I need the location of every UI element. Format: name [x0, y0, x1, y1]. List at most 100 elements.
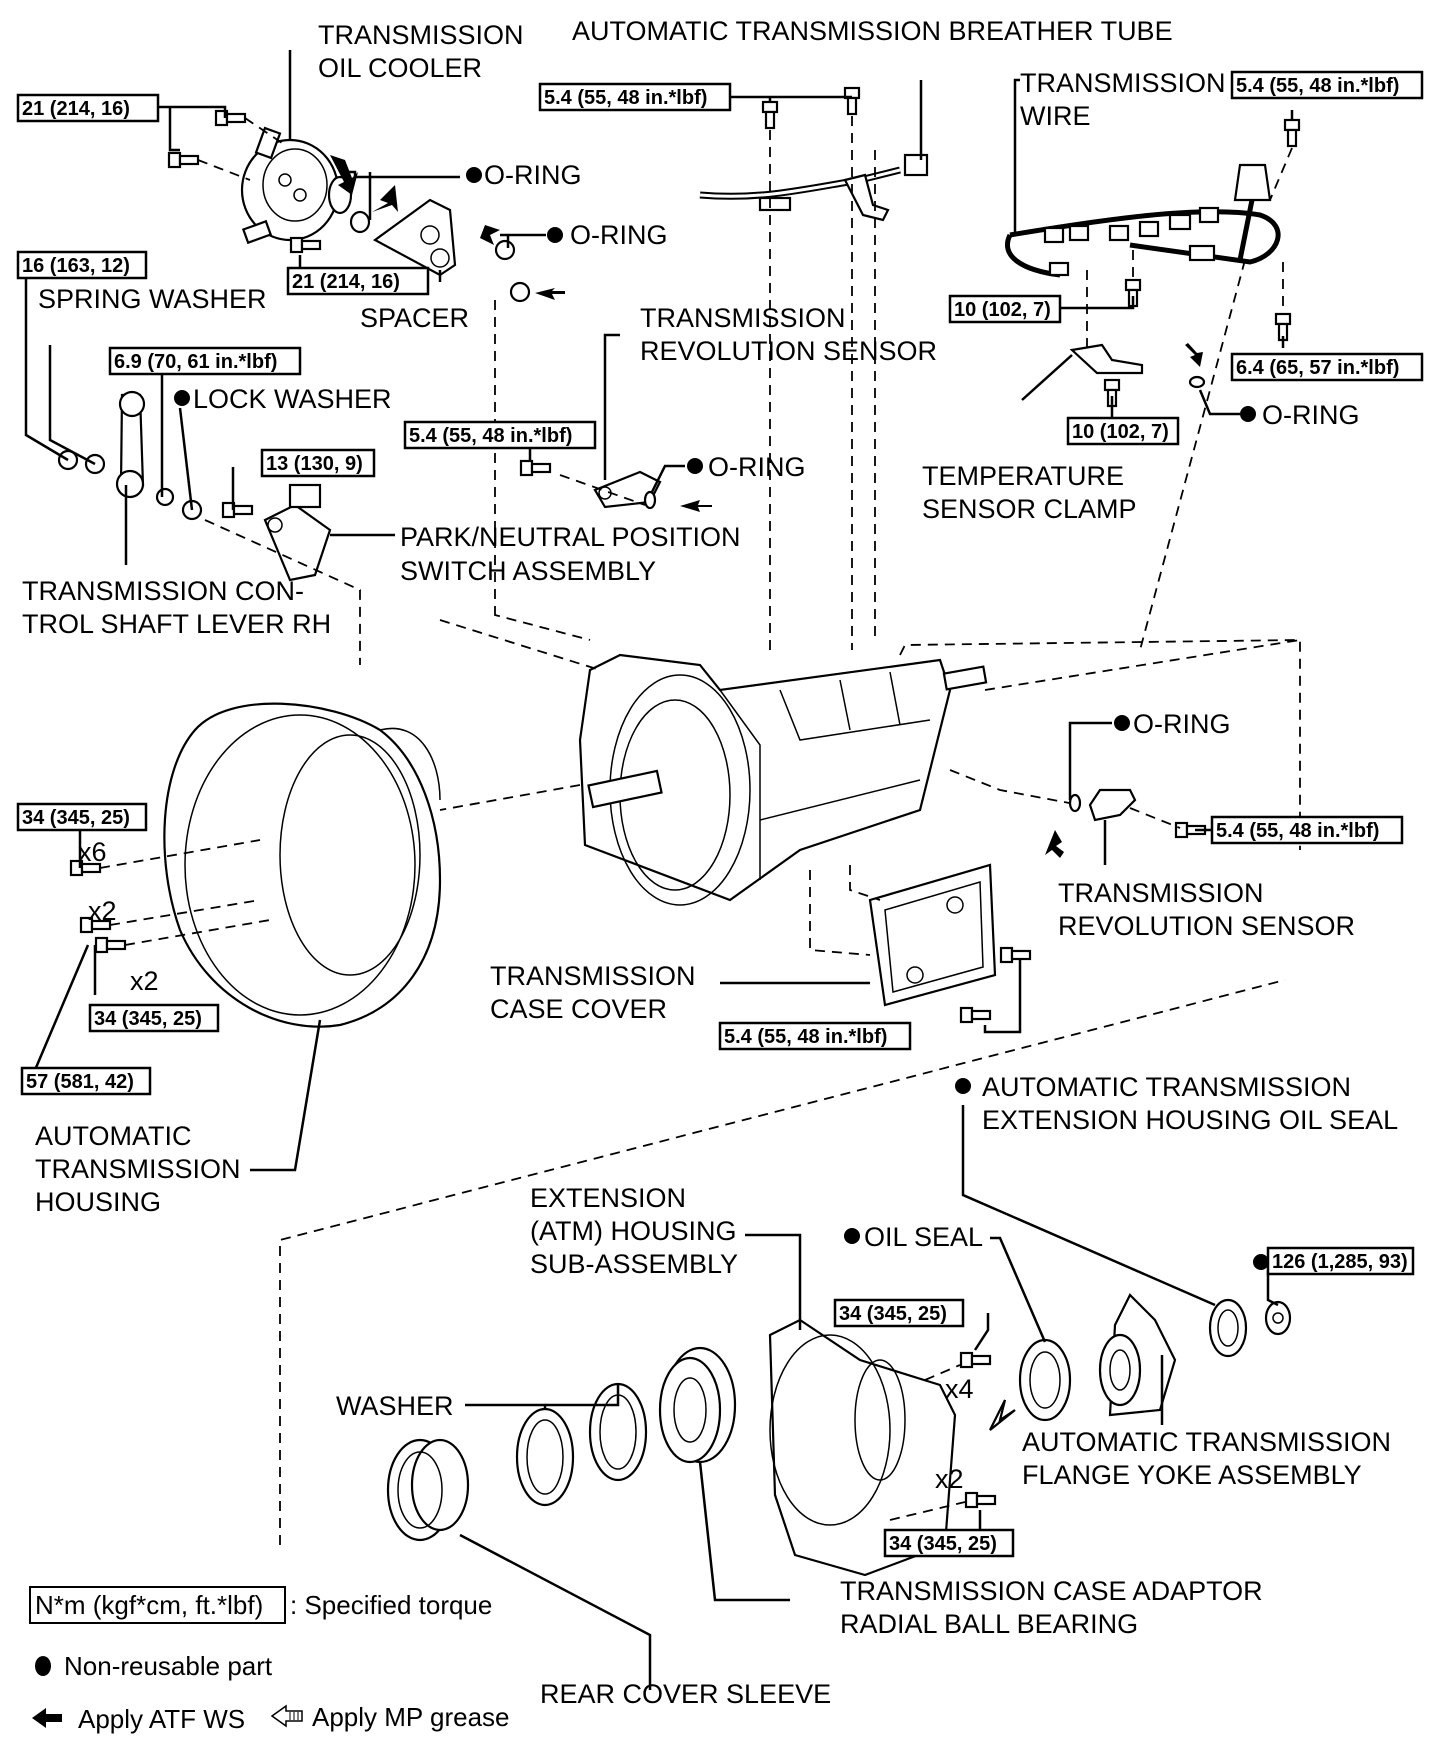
- label-o-ring-sensor-right: O-RING: [1133, 709, 1231, 739]
- svg-text:Non-reusable part: Non-reusable part: [64, 1651, 273, 1681]
- qty-housing-x6: x6: [78, 837, 107, 867]
- svg-text:5.4 (55, 48 in.*lbf): 5.4 (55, 48 in.*lbf): [724, 1026, 887, 1048]
- oil-seal-part: [1018, 1338, 1072, 1422]
- label-o-ring-spacer: O-RING: [570, 220, 668, 250]
- svg-text:10 (102, 7): 10 (102, 7): [954, 299, 1051, 321]
- label-control-shaft-lever-1: TRANSMISSION CON-: [22, 576, 304, 606]
- label-revolution-sensor-top-1: TRANSMISSION: [640, 303, 846, 333]
- qty-housing-x2-a: x2: [88, 896, 117, 926]
- torque-case-cover: 5.4 (55, 48 in.*lbf): [718, 1021, 912, 1051]
- label-trans-housing-3: HOUSING: [35, 1187, 161, 1217]
- label-park-neutral-1: PARK/NEUTRAL POSITION: [400, 522, 741, 552]
- torque-breather: 5.4 (55, 48 in.*lbf): [538, 82, 732, 112]
- qty-housing-x2-b: x2: [130, 966, 159, 996]
- torque-ext-upper: 34 (345, 25): [833, 1298, 965, 1328]
- case-cover-part: [868, 863, 997, 1007]
- svg-text:5.4 (55, 48 in.*lbf): 5.4 (55, 48 in.*lbf): [1216, 820, 1379, 842]
- svg-text:34 (345, 25): 34 (345, 25): [889, 1533, 997, 1555]
- breather-tube-part: [699, 153, 929, 222]
- label-flange-yoke-2: FLANGE YOKE ASSEMBLY: [1022, 1460, 1362, 1490]
- torque-housing-upper: 34 (345, 25): [16, 802, 148, 832]
- svg-text:34 (345, 25): 34 (345, 25): [839, 1303, 947, 1325]
- control-shaft-lever-part: [115, 390, 146, 499]
- label-park-neutral-2: SWITCH ASSEMBLY: [400, 556, 656, 586]
- label-oil-seal: OIL SEAL: [864, 1222, 983, 1252]
- non-reusable-dot-icon: [174, 167, 1269, 1270]
- revolution-sensor-right-part: [1088, 788, 1137, 822]
- o-ring-part: [494, 239, 516, 261]
- label-o-ring-wire: O-RING: [1262, 400, 1360, 430]
- label-o-ring-cooler: O-RING: [484, 160, 582, 190]
- torque-lever-nut: 6.9 (70, 61 in.*lbf): [108, 346, 302, 376]
- svg-text:34 (345, 25): 34 (345, 25): [94, 1008, 202, 1030]
- non-reusable-dot-icon: [35, 1656, 51, 1676]
- legend-torque: N*m (kgf*cm, ft.*lbf) : Specified torque: [29, 1586, 492, 1624]
- svg-text:Apply MP grease: Apply MP grease: [312, 1702, 510, 1732]
- torque-oil-cooler-upper: 21 (214, 16): [16, 93, 160, 123]
- svg-text:: Specified torque: : Specified torque: [290, 1590, 492, 1620]
- label-spring-washer: SPRING WASHER: [38, 284, 267, 314]
- transmission-housing-part: [163, 702, 442, 1028]
- radial-ball-bearing-part: [658, 1346, 737, 1464]
- label-spacer: SPACER: [360, 303, 469, 333]
- svg-text:57 (581, 42): 57 (581, 42): [26, 1071, 134, 1093]
- label-revolution-sensor-right-2: REVOLUTION SENSOR: [1058, 911, 1355, 941]
- label-temperature-clamp-1: TEMPERATURE: [922, 461, 1124, 491]
- torque-housing-lower: 34 (345, 25): [88, 1003, 220, 1033]
- legend-apply-atf: Apply ATF WS: [32, 1704, 245, 1734]
- svg-text:6.9 (70, 61 in.*lbf): 6.9 (70, 61 in.*lbf): [114, 351, 277, 373]
- extension-oil-seal-part: [1208, 1298, 1248, 1358]
- torque-sensor-right: 5.4 (55, 48 in.*lbf): [1210, 815, 1404, 845]
- temperature-clamp-part: [1069, 343, 1144, 375]
- washer-part: [515, 1382, 648, 1507]
- atf-arrow-icon: [32, 1708, 62, 1728]
- label-flange-yoke-1: AUTOMATIC TRANSMISSION: [1022, 1427, 1391, 1457]
- flange-nut-part: [1264, 1300, 1292, 1336]
- svg-text:Apply ATF WS: Apply ATF WS: [78, 1704, 245, 1734]
- qty-ext-x2: x2: [935, 1464, 964, 1494]
- svg-text:21 (214, 16): 21 (214, 16): [22, 98, 130, 120]
- torque-flange-nut: 126 (1,285, 93): [1266, 1246, 1415, 1276]
- label-o-ring-sensor-top: O-RING: [708, 452, 806, 482]
- legend: N*m (kgf*cm, ft.*lbf) : Specified torque…: [29, 1586, 510, 1734]
- label-ball-bearing-1: TRANSMISSION CASE ADAPTOR: [840, 1576, 1263, 1606]
- svg-text:13 (130, 9): 13 (130, 9): [266, 453, 363, 475]
- svg-text:N*m (kgf*cm, ft.*lbf): N*m (kgf*cm, ft.*lbf): [35, 1590, 263, 1620]
- o-ring-part: [509, 281, 531, 303]
- torque-ext-lower: 34 (345, 25): [883, 1528, 1015, 1558]
- qty-ext-x4: x4: [945, 1374, 974, 1404]
- label-ext-housing-oil-seal-1: AUTOMATIC TRANSMISSION: [982, 1072, 1351, 1102]
- label-rear-cover-sleeve: REAR COVER SLEEVE: [540, 1679, 831, 1709]
- o-ring-part: [349, 210, 371, 234]
- label-transmission-wire-2: WIRE: [1020, 101, 1091, 131]
- svg-text:21 (214, 16): 21 (214, 16): [292, 271, 400, 293]
- label-transmission-wire-1: TRANSMISSION: [1020, 68, 1226, 98]
- label-extension-housing-3: SUB-ASSEMBLY: [530, 1249, 738, 1279]
- torque-wire-left: 10 (102, 7): [948, 294, 1062, 324]
- park-neutral-switch-part: [263, 483, 332, 582]
- legend-apply-grease: Apply MP grease: [270, 1702, 510, 1732]
- label-revolution-sensor-right-1: TRANSMISSION: [1058, 878, 1264, 908]
- torque-housing-57: 57 (581, 42): [20, 1066, 152, 1096]
- grease-arrow-icon: [989, 1399, 1016, 1431]
- svg-text:6.4 (65, 57 in.*lbf): 6.4 (65, 57 in.*lbf): [1236, 357, 1399, 379]
- grease-arrow-icon: [270, 1704, 303, 1728]
- label-case-cover-1: TRANSMISSION: [490, 961, 696, 991]
- label-ball-bearing-2: RADIAL BALL BEARING: [840, 1609, 1138, 1639]
- svg-text:10 (102, 7): 10 (102, 7): [1072, 421, 1169, 443]
- torque-wire-top: 5.4 (55, 48 in.*lbf): [1230, 70, 1424, 100]
- torque-sensor-top: 5.4 (55, 48 in.*lbf): [403, 420, 597, 450]
- torque-wire-right: 6.4 (65, 57 in.*lbf): [1230, 352, 1424, 382]
- svg-text:126 (1,285, 93): 126 (1,285, 93): [1272, 1251, 1408, 1273]
- torque-oil-cooler-lower: 21 (214, 16): [286, 266, 430, 296]
- label-oil-cooler-2: OIL COOLER: [318, 53, 482, 83]
- transmission-wire-part: [1005, 163, 1281, 278]
- atf-arrow-icon: [330, 155, 1203, 858]
- torque-clamp: 10 (102, 7): [1066, 416, 1180, 446]
- torque-pnp-switch: 13 (130, 9): [260, 448, 376, 478]
- label-revolution-sensor-top-2: REVOLUTION SENSOR: [640, 336, 937, 366]
- flange-yoke-part: [1098, 1293, 1177, 1417]
- extension-housing-part: [768, 1318, 957, 1577]
- label-lock-washer: LOCK WASHER: [193, 384, 392, 414]
